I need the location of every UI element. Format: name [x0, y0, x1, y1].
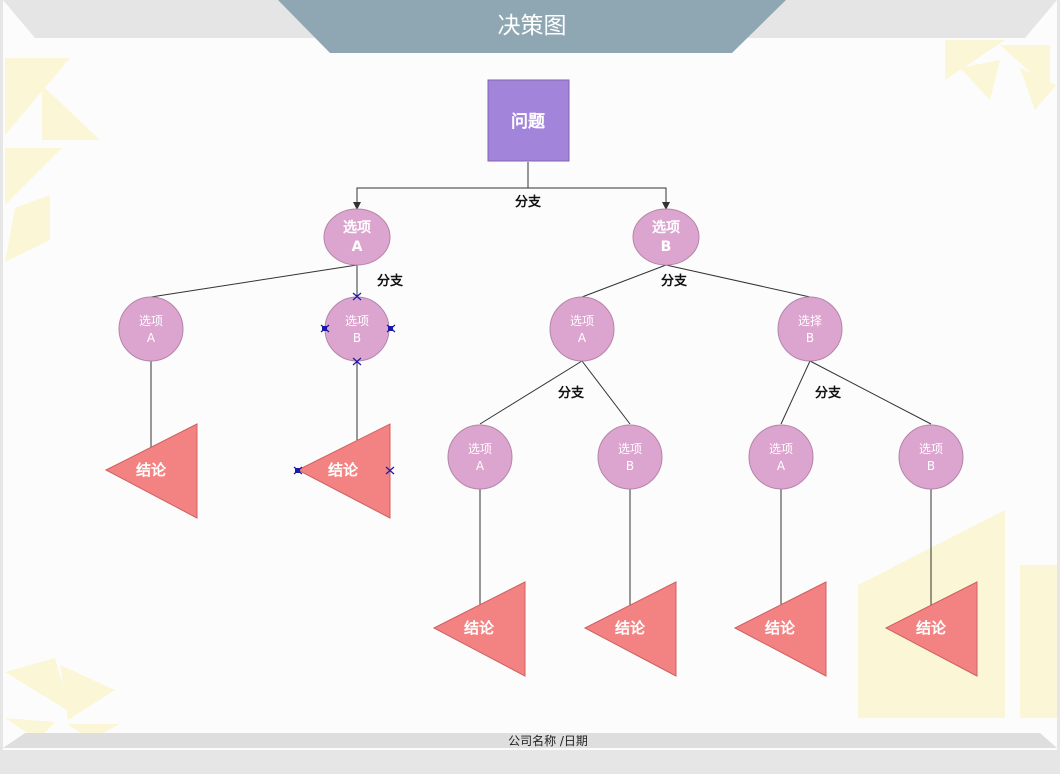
option-node-level2[interactable]: 选项 A	[118, 296, 184, 362]
option-label-line1: 选项	[343, 219, 371, 236]
connector-a-l2a	[150, 264, 358, 298]
connector-l2-3-l3-3	[809, 360, 932, 425]
connector-root-a	[353, 162, 529, 210]
connector-root-b	[528, 187, 670, 210]
option-label-line1: 选项	[618, 442, 642, 456]
conclusion-node[interactable]: 结论	[884, 581, 978, 677]
option-label-line1: 选择	[798, 314, 822, 328]
branch-label: 分支	[515, 194, 542, 210]
option-label-line1: 选项	[919, 442, 943, 456]
header-title-band	[278, 0, 786, 53]
decor-top-right	[945, 40, 1056, 110]
conclusion-label: 结论	[916, 619, 947, 637]
branch-label: 分支	[661, 273, 688, 289]
branch-labels: 分支 分支 分支 分支 分支	[377, 194, 842, 401]
conclusion-node[interactable]: 结论	[733, 581, 827, 677]
conclusion-node[interactable]: 结论	[583, 581, 677, 677]
option-label-line2: A	[777, 459, 786, 473]
option-label-line1: 选项	[652, 219, 680, 236]
option-label-line2: B	[626, 459, 634, 473]
header-right-band	[740, 0, 1057, 38]
option-label-line1: 选项	[769, 442, 793, 456]
connector-b-l2b	[665, 264, 811, 298]
connector-l2-2-l3-1	[581, 360, 631, 425]
option-node-level1[interactable]: 选项 A	[323, 208, 391, 266]
option-label-line2: B	[806, 331, 814, 345]
option-label-line2: A	[147, 331, 156, 345]
conclusion-label: 结论	[136, 461, 167, 479]
option-label-line2: A	[578, 331, 587, 345]
connectors	[150, 162, 932, 605]
header-left-band	[3, 0, 334, 38]
option-node-level3[interactable]: 选项 B	[898, 424, 964, 490]
option-node-level1[interactable]: 选项 B	[632, 208, 700, 266]
page-title: 决策图	[498, 13, 567, 39]
branch-label: 分支	[558, 385, 585, 401]
selection-handle[interactable]	[295, 468, 300, 473]
option-label-line2: B	[927, 459, 935, 473]
footer-band	[3, 733, 1057, 748]
option-label-line2: B	[661, 239, 672, 255]
conclusion-label: 结论	[464, 619, 495, 637]
option-label-line2: B	[353, 331, 361, 345]
option-node-level3[interactable]: 选项 A	[748, 424, 814, 490]
connector-b-l2a	[581, 264, 667, 298]
footer-text: 公司名称 /日期	[508, 733, 588, 748]
conclusion-label: 结论	[328, 461, 359, 479]
option-node-level3[interactable]: 选项 A	[447, 424, 513, 490]
option-node-level2-selected[interactable]: 选项 B	[320, 292, 396, 366]
root-node-label: 问题	[511, 111, 546, 132]
conclusion-node[interactable]: 结论	[104, 423, 198, 519]
branch-label: 分支	[815, 385, 842, 401]
connector-l2-3-l3-2	[780, 360, 811, 425]
conclusion-node[interactable]: 结论	[432, 581, 526, 677]
option-node-level2[interactable]: 选择 B	[777, 296, 843, 362]
branch-label: 分支	[377, 273, 404, 289]
option-node-level2[interactable]: 选项 A	[549, 296, 615, 362]
option-label-line2: A	[352, 239, 363, 255]
selection-handle[interactable]	[388, 326, 393, 331]
option-label-line1: 选项	[570, 314, 594, 328]
selection-handle[interactable]	[322, 326, 327, 331]
conclusion-label: 结论	[765, 619, 796, 637]
option-label-line1: 选项	[468, 442, 492, 456]
conclusion-node-selected[interactable]: 结论	[293, 423, 395, 519]
option-label-line1: 选项	[139, 314, 163, 328]
root-node[interactable]: 问题	[487, 79, 570, 162]
option-label-line1: 选项	[345, 314, 369, 328]
connector-l2-2-l3-0	[479, 360, 583, 425]
option-node-level3[interactable]: 选项 B	[597, 424, 663, 490]
option-label-line2: A	[476, 459, 485, 473]
conclusion-label: 结论	[615, 619, 646, 637]
decor-top-left	[5, 58, 100, 262]
